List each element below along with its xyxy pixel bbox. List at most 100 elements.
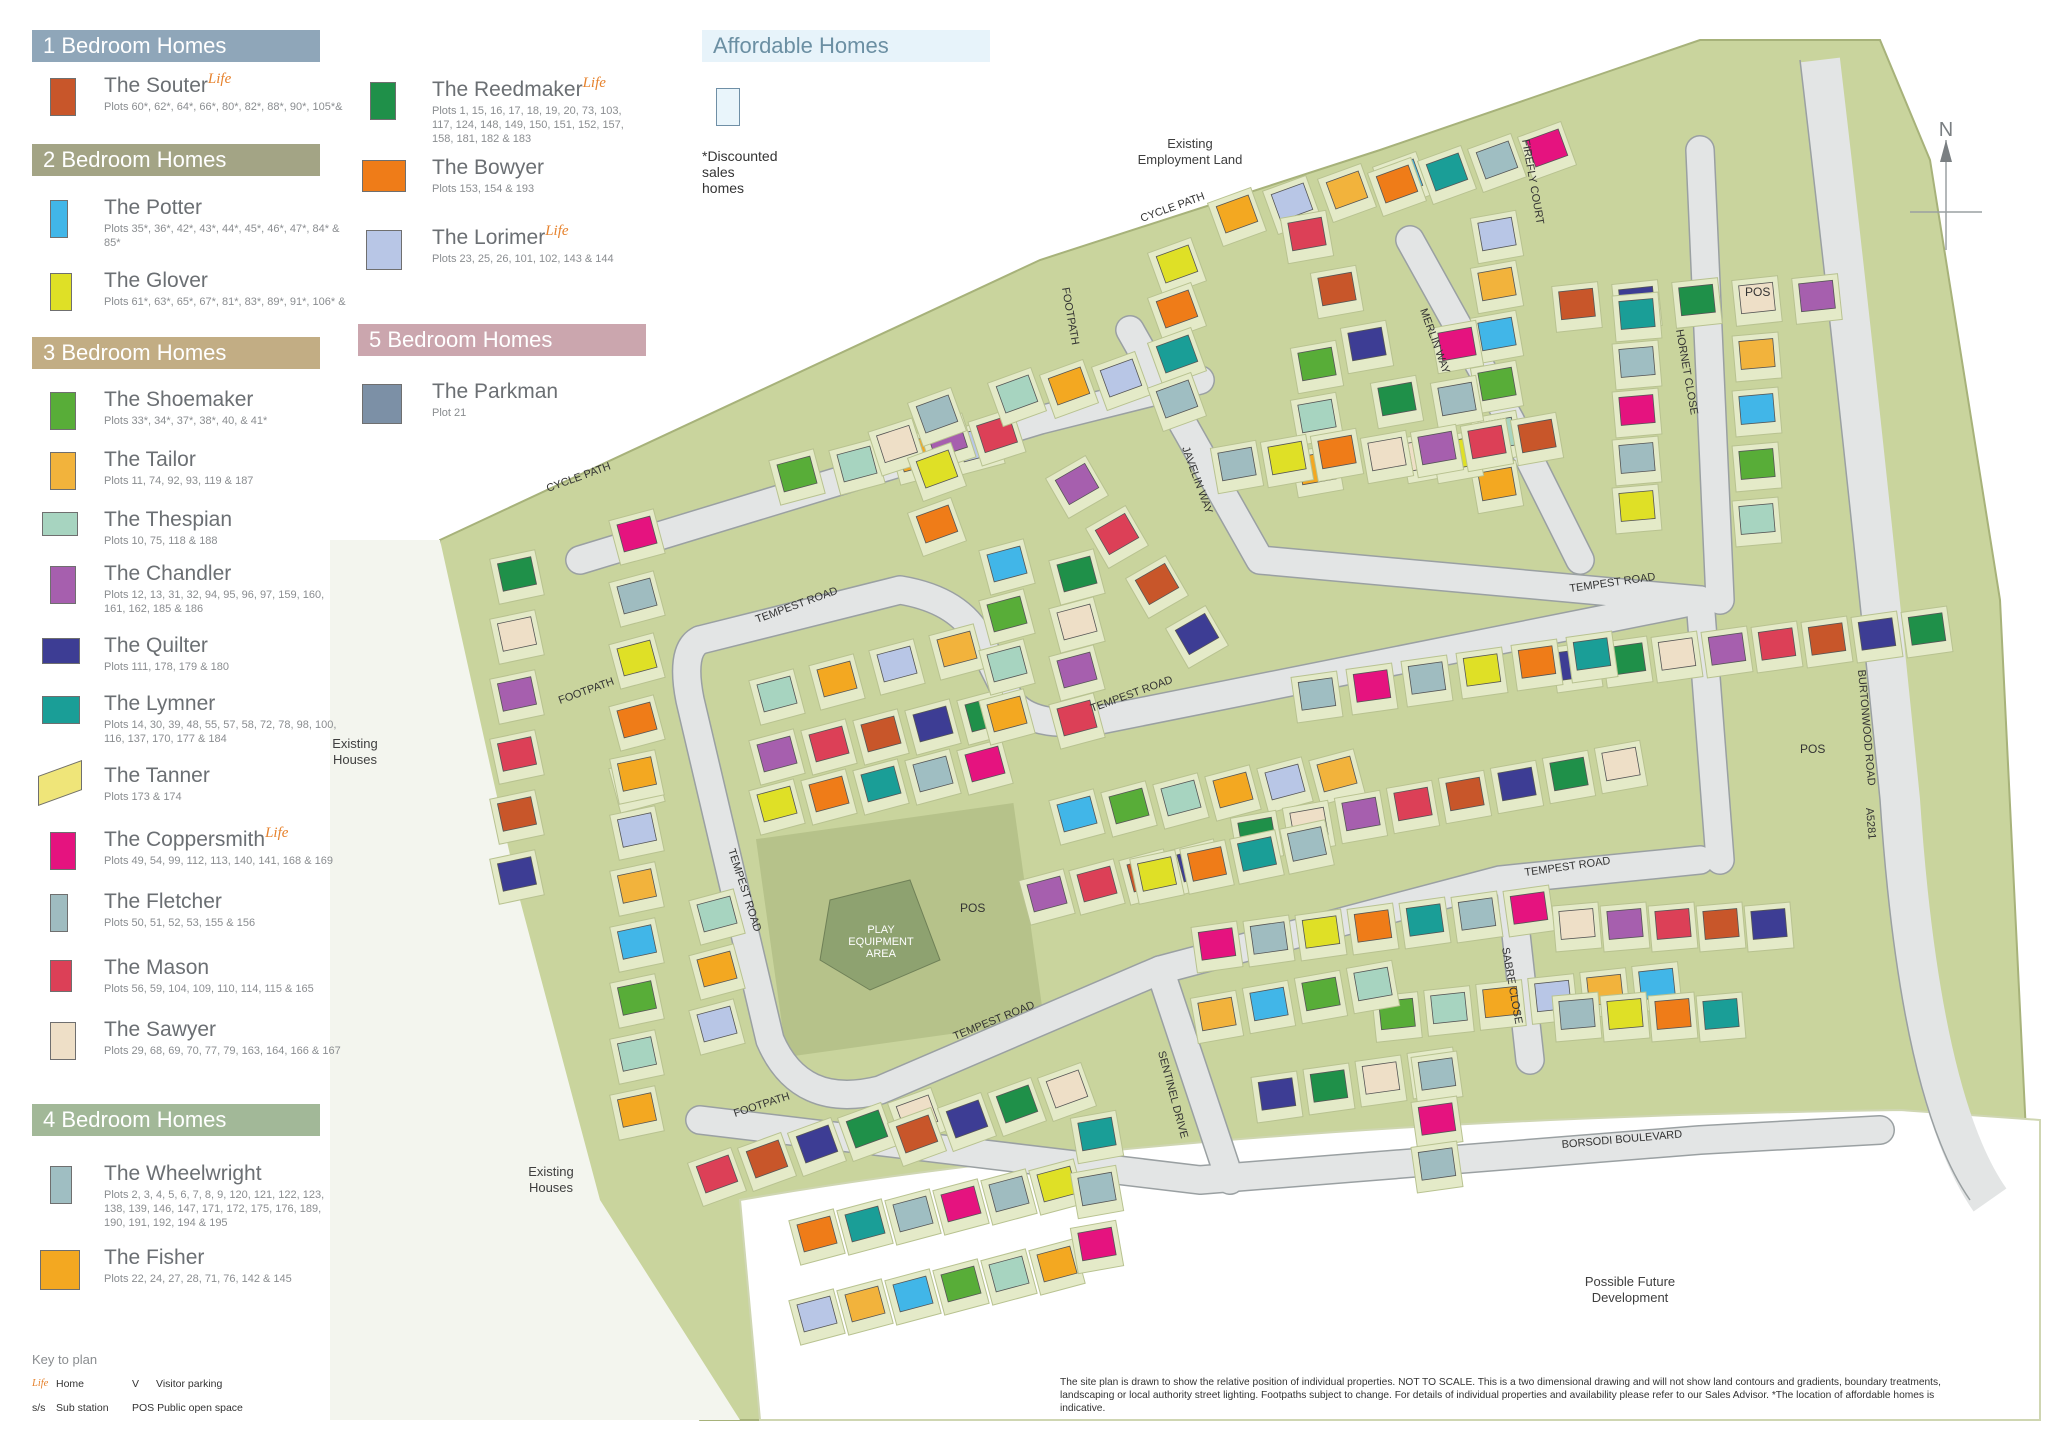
thespian-house-plot: [1430, 991, 1468, 1025]
souter-house-plot: [1317, 271, 1357, 307]
key-visitor-parking-label: Visitor parking: [156, 1378, 223, 1390]
legend-plots-tailor: Plots 11, 74, 92, 93, 119 & 187: [104, 475, 254, 487]
mason-house-plot: [1654, 908, 1692, 940]
legend-plots-wheelwright: Plots 2, 3, 4, 5, 6, 7, 8, 9, 120, 121, …: [104, 1189, 325, 1229]
disclaimer-note: The site plan is drawn to show the relat…: [1060, 1377, 1941, 1414]
coppersmith-house-plot: [1077, 1226, 1117, 1262]
shoemaker-house-plot: [1738, 448, 1776, 480]
thespian-house-plot: [836, 445, 878, 483]
souter-house-plot: [1702, 908, 1740, 940]
tailor-house-plot: [1316, 755, 1358, 793]
chandler-house-plot: [756, 735, 798, 773]
souter-house-icon: [50, 78, 76, 116]
sawyer-house-plot: [1361, 1061, 1401, 1095]
chandler-house-plot: [496, 676, 538, 712]
chandler-house-plot: [1417, 430, 1457, 466]
wheelwright-house-plot: [1155, 379, 1199, 419]
north-label: N: [1939, 119, 1953, 141]
thespian-house-plot: [1353, 966, 1393, 1002]
reedmaker-house-plot: [1309, 1069, 1349, 1103]
legend-plots-thespian: Plots 10, 75, 118 & 188: [104, 535, 218, 547]
thespian-house-plot: [616, 1036, 658, 1072]
thespian-house-plot: [1297, 398, 1337, 434]
chandler-house-plot: [1341, 796, 1381, 832]
coppersmith-house-plot: [1618, 394, 1656, 426]
sawyer-house-plot: [1657, 637, 1697, 671]
lorimer-house-plot: [616, 812, 658, 848]
potter-house-plot: [1738, 393, 1776, 425]
souter-house-plot: [745, 1139, 789, 1179]
legend-name-lymner: The Lymner: [104, 692, 216, 715]
bowyer-house-plot: [1186, 846, 1228, 882]
legend-plots-bowyer: Plots 153, 154 & 193: [432, 183, 535, 195]
key-home-label: Home: [56, 1378, 85, 1390]
mason-house-plot: [1393, 786, 1433, 822]
sawyer-house-plot: [1056, 603, 1098, 641]
legend-name-thespian: The Thespian: [104, 508, 233, 531]
fletcher-house-icon: [50, 894, 68, 932]
quilter-house-plot: [912, 705, 954, 743]
wheelwright-house-plot: [892, 1195, 934, 1233]
key-pos-label: POS Public open space: [132, 1402, 243, 1414]
chandler-house-plot: [1798, 279, 1836, 313]
wheelwright-house-icon: [50, 1166, 72, 1204]
thespian-house-plot: [1738, 503, 1776, 535]
lorimer-house-plot: [876, 645, 918, 683]
thespian-house-icon: [42, 512, 78, 536]
tailor-house-plot: [936, 630, 978, 668]
wheelwright-house-plot: [1077, 1171, 1117, 1207]
wheelwright-house-plot: [1297, 677, 1337, 711]
bowyer-house-plot: [915, 504, 959, 544]
potter-house-plot: [616, 924, 658, 960]
mason-house-plot: [695, 1154, 739, 1194]
key-v-label: V: [132, 1378, 140, 1390]
legend-plots-parkman: Plot 21: [432, 407, 467, 419]
souter-house-plot: [1134, 562, 1180, 606]
key-title: Key to plan: [32, 1352, 98, 1367]
sawyer-house-plot: [1045, 1069, 1089, 1109]
quilter-house-plot: [1750, 908, 1788, 940]
fisher-house-plot: [816, 660, 858, 698]
wheelwright-house-plot: [1417, 1057, 1457, 1091]
burtonwood-road: [1800, 57, 2007, 1212]
chandler-house-plot: [1707, 632, 1747, 666]
souter-house-plot: [1517, 418, 1557, 454]
mason-house-plot: [1056, 699, 1098, 737]
key-life-label: Life: [32, 1378, 49, 1389]
glover-house-plot: [756, 785, 798, 823]
tailor-house-plot: [616, 868, 658, 904]
lymner-house-plot: [1155, 334, 1199, 374]
legend-plots-fisher: Plots 22, 24, 27, 28, 71, 76, 142 & 145: [104, 1273, 292, 1285]
legend-name-glover: The Glover: [104, 269, 208, 292]
legend-name-quilter: The Quilter: [104, 634, 208, 657]
sawyer-house-plot: [496, 616, 538, 652]
fletcher-house-plot: [1437, 381, 1477, 417]
legend-name-coppersmith: The CoppersmithLife: [104, 825, 289, 851]
sawyer-house-icon: [50, 1022, 76, 1060]
coppersmith-house-plot: [940, 1185, 982, 1223]
legend-name-potter: The Potter: [104, 196, 203, 219]
fisher-house-plot: [1477, 466, 1517, 502]
legend-name-sawyer: The Sawyer: [104, 1018, 217, 1041]
souter-house-plot: [1807, 622, 1847, 656]
sawyer-house-plot: [1558, 908, 1596, 940]
legend-name-parkman: The Parkman: [432, 380, 559, 403]
tailor-house-plot: [1477, 266, 1517, 302]
legend-name-fletcher: The Fletcher: [104, 890, 222, 913]
lorimer-house-plot: [1477, 216, 1517, 252]
thespian-house-plot: [696, 895, 738, 933]
sawyer-house-plot: [1367, 436, 1407, 472]
discounted-sales-note: *Discounted sales homes: [702, 148, 778, 196]
reedmaker-house-plot: [496, 556, 538, 592]
reedmaker-house-plot: [995, 1084, 1039, 1124]
fisher-house-plot: [1482, 985, 1520, 1019]
tailor-house-plot: [844, 1285, 886, 1323]
shoemaker-house-plot: [1108, 787, 1150, 825]
glover-house-plot: [1301, 915, 1341, 949]
sawyer-house-plot: [1601, 746, 1641, 782]
coppersmith-house-plot: [1417, 1102, 1457, 1136]
glover-house-plot: [915, 449, 959, 489]
